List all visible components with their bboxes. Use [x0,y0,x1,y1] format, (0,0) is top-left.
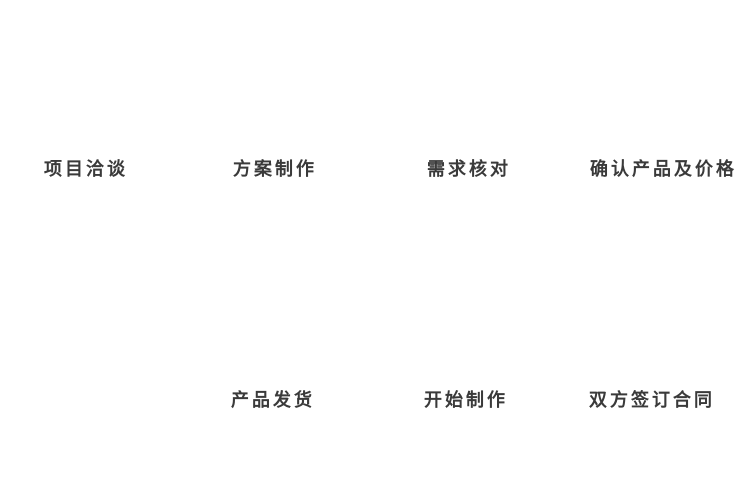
step-label-sign-contract: 双方签订合同 [589,390,715,411]
step-label-requirements-check: 需求核对 [427,159,511,180]
step-label-product-shipment: 产品发货 [231,390,315,411]
step-label-confirm-product-price: 确认产品及价格 [590,159,737,180]
step-label-project-negotiation: 项目洽谈 [44,159,128,180]
step-label-plan-creation: 方案制作 [233,159,317,180]
step-label-start-production: 开始制作 [424,390,508,411]
